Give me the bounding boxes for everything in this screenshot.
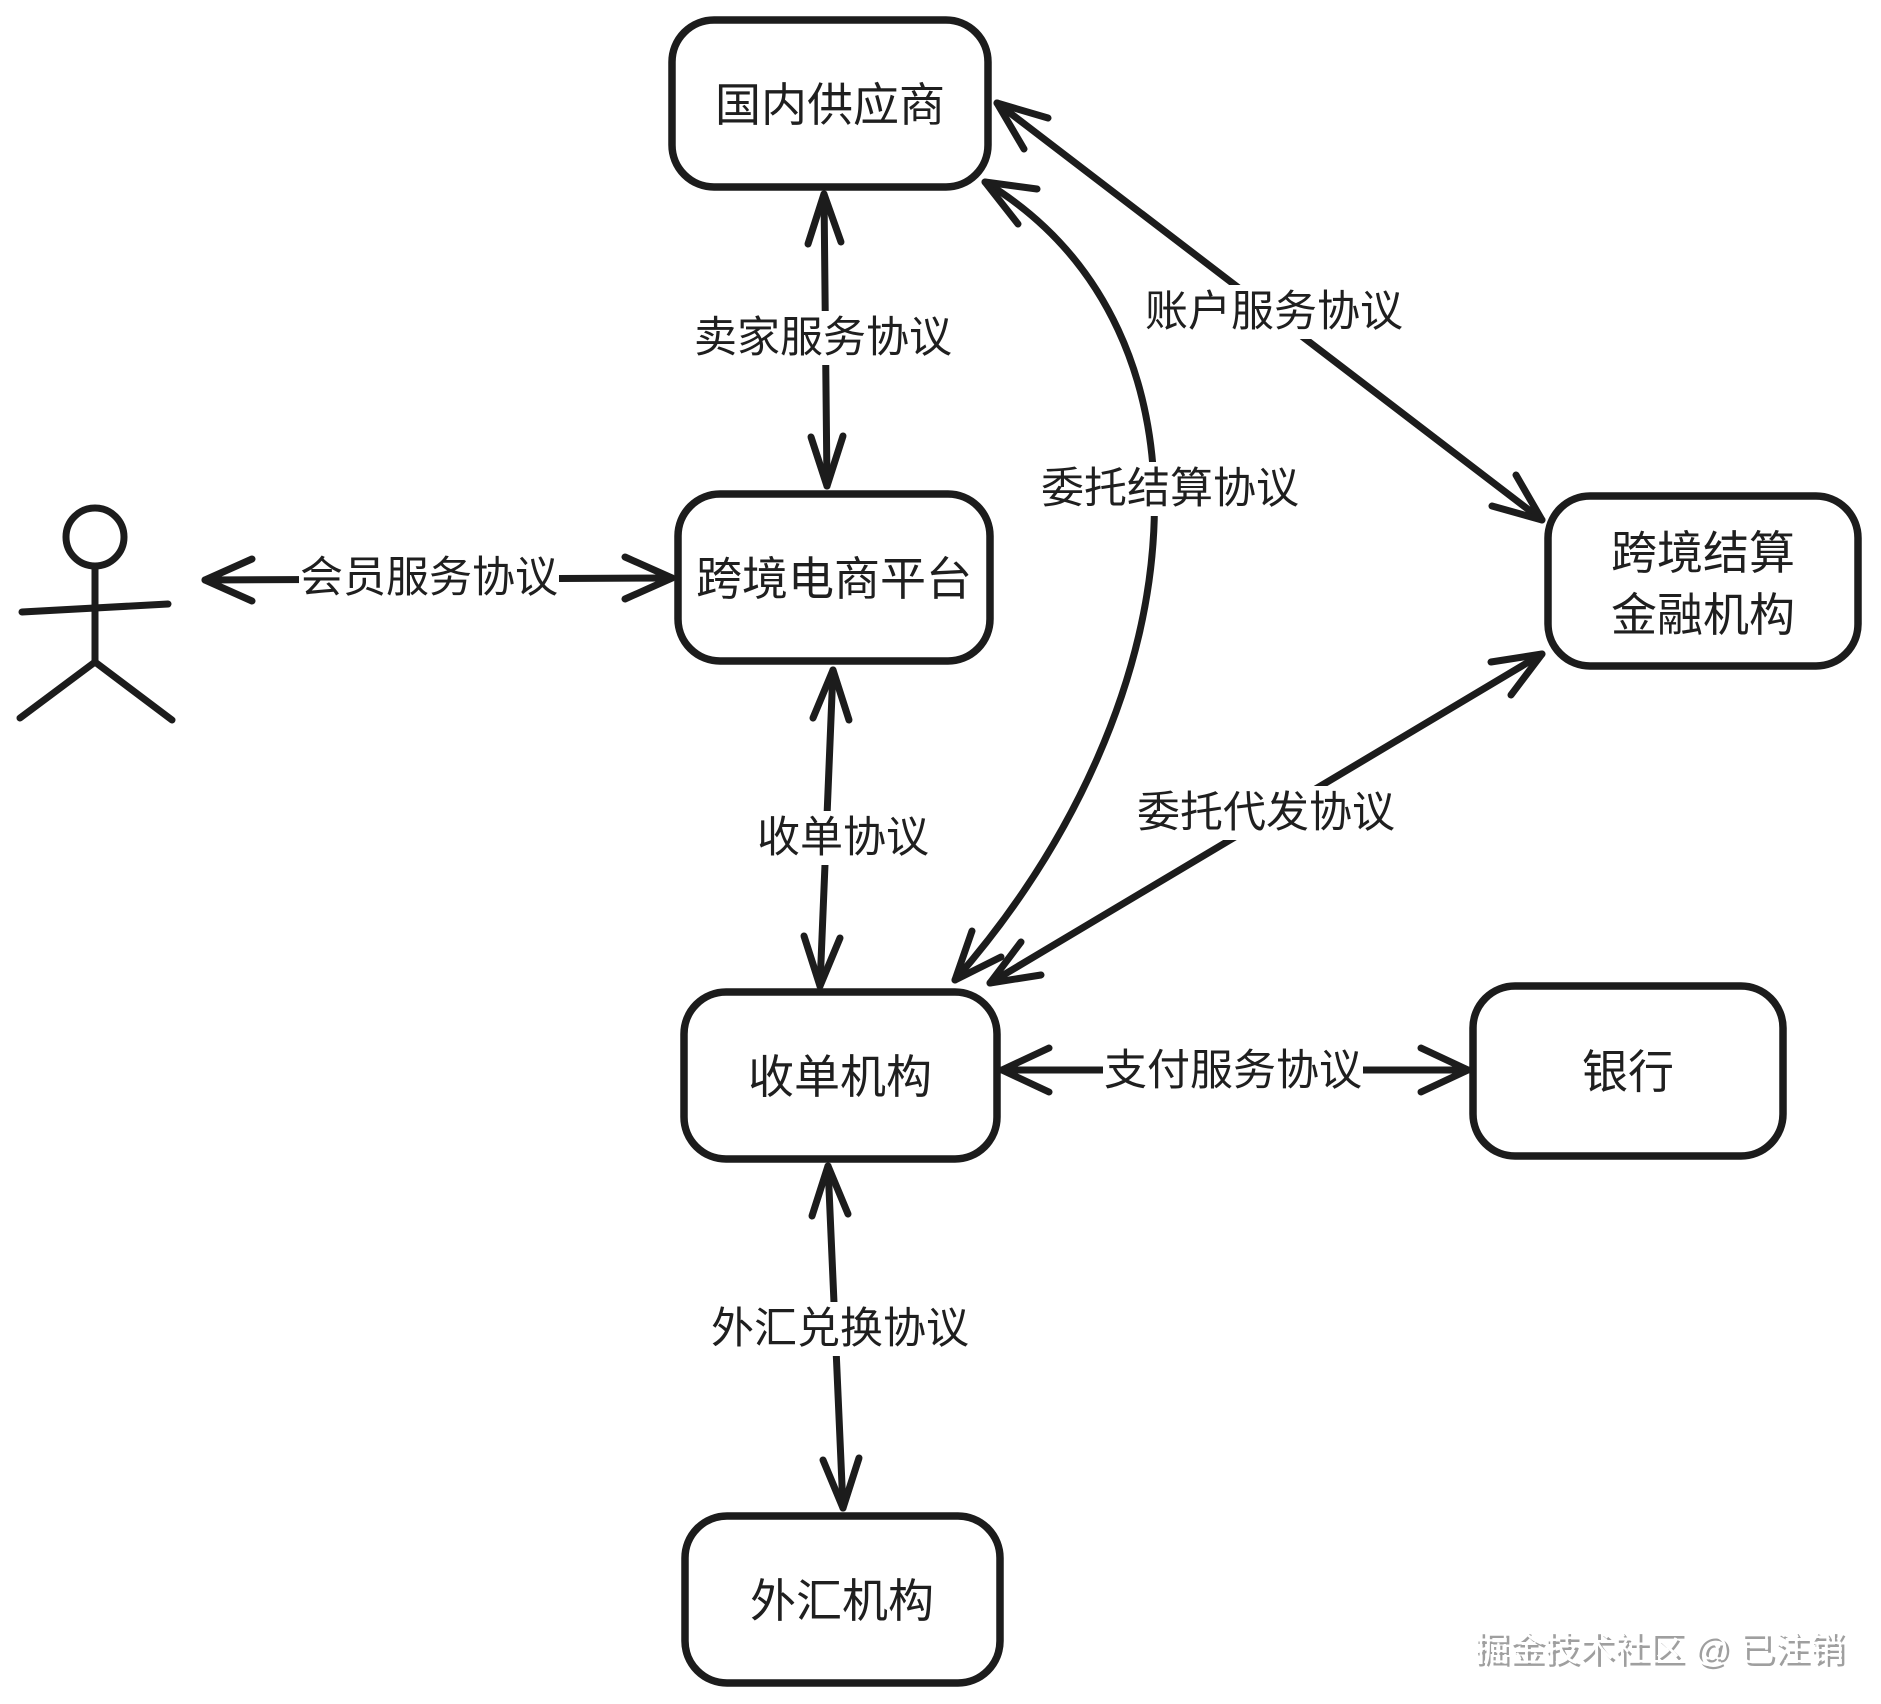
edge-label-entrusted-distribution: 委托代发协议 [1136, 786, 1396, 840]
actor-head [62, 504, 128, 570]
edge-label-seller-service: 卖家服务协议 [693, 311, 953, 365]
arrowhead-left [201, 555, 256, 605]
edge-label-text: 账户服务协议 [1145, 288, 1403, 336]
acquirer-highlight-rect [680, 988, 1001, 1163]
node-label: 银行 [1582, 1046, 1674, 1098]
arrowhead-up [808, 1162, 852, 1220]
node-label: 跨境电商平台 [696, 553, 972, 605]
node-acquirer: 收单机构 [680, 988, 1001, 1163]
node-domestic-supplier: 国内供应商 [668, 16, 992, 191]
edge-label-text: 收单协议 [757, 814, 929, 862]
node-ecommerce-platform: 跨境电商平台 [674, 490, 994, 665]
node-label-line2: 金融机构 [1611, 589, 1795, 641]
edge-label-text: 委托代发协议 [1137, 789, 1395, 837]
arrowhead-down [800, 932, 844, 990]
user-actor-figure [16, 504, 176, 724]
watermark-text: 掘金技术社区 @ 已注销 [1474, 1630, 1844, 1669]
watermark-shadow-text: 掘金技术社区 @ 已注销 [1477, 1633, 1847, 1672]
arrowhead-down [819, 1454, 863, 1512]
arrowhead-right [621, 553, 676, 603]
node-bank: 银行 [1469, 982, 1787, 1160]
arrowhead-right [1417, 1044, 1472, 1096]
node-label: 国内供应商 [715, 79, 945, 131]
edge-label-acquiring: 收单协议 [753, 811, 933, 865]
edge-label-text: 委托结算协议 [1041, 465, 1299, 513]
arrowhead-upper-left [993, 99, 1052, 153]
node-label-line1: 跨境结算 [1611, 527, 1795, 579]
actor-leg-left [16, 658, 99, 722]
edge-label-member-service: 会员服务协议 [299, 551, 559, 605]
node-fx-institution: 外汇机构 [681, 1512, 1004, 1687]
arrowhead-left [998, 1044, 1053, 1096]
arrowhead-up [804, 190, 845, 248]
arrowhead-down [807, 432, 847, 490]
arrowhead-lower-left [986, 938, 1045, 987]
edge-label-payment-service: 支付服务协议 [1103, 1044, 1363, 1098]
arrowhead-upper-right [1487, 650, 1546, 699]
arrowhead-bottom [951, 927, 1005, 984]
node-label: 收单机构 [748, 1051, 932, 1103]
actor-arms [18, 600, 172, 616]
watermark: 掘金技术社区 @ 已注销 掘金技术社区 @ 已注销 [1474, 1630, 1847, 1672]
edge-label-fx-exchange: 外汇兑换协议 [710, 1302, 970, 1356]
edge-label-entrusted-settlement: 委托结算协议 [1040, 462, 1300, 516]
edge-entrusted-settlement [951, 178, 1158, 984]
arrowhead-up [809, 666, 853, 724]
actor-leg-right [91, 658, 176, 724]
edge-label-text: 卖家服务协议 [694, 314, 952, 362]
node-label: 外汇机构 [750, 1575, 934, 1627]
node-settlement-institution: 跨境结算 金融机构 [1544, 492, 1862, 670]
edge-label-text: 支付服务协议 [1104, 1047, 1362, 1095]
edge-label-text: 外汇兑换协议 [711, 1305, 969, 1353]
arrowhead-top [981, 178, 1041, 228]
arrowhead-lower-right [1488, 471, 1546, 524]
edge-label-account-service: 账户服务协议 [1144, 285, 1404, 339]
edge-label-text: 会员服务协议 [300, 554, 558, 602]
